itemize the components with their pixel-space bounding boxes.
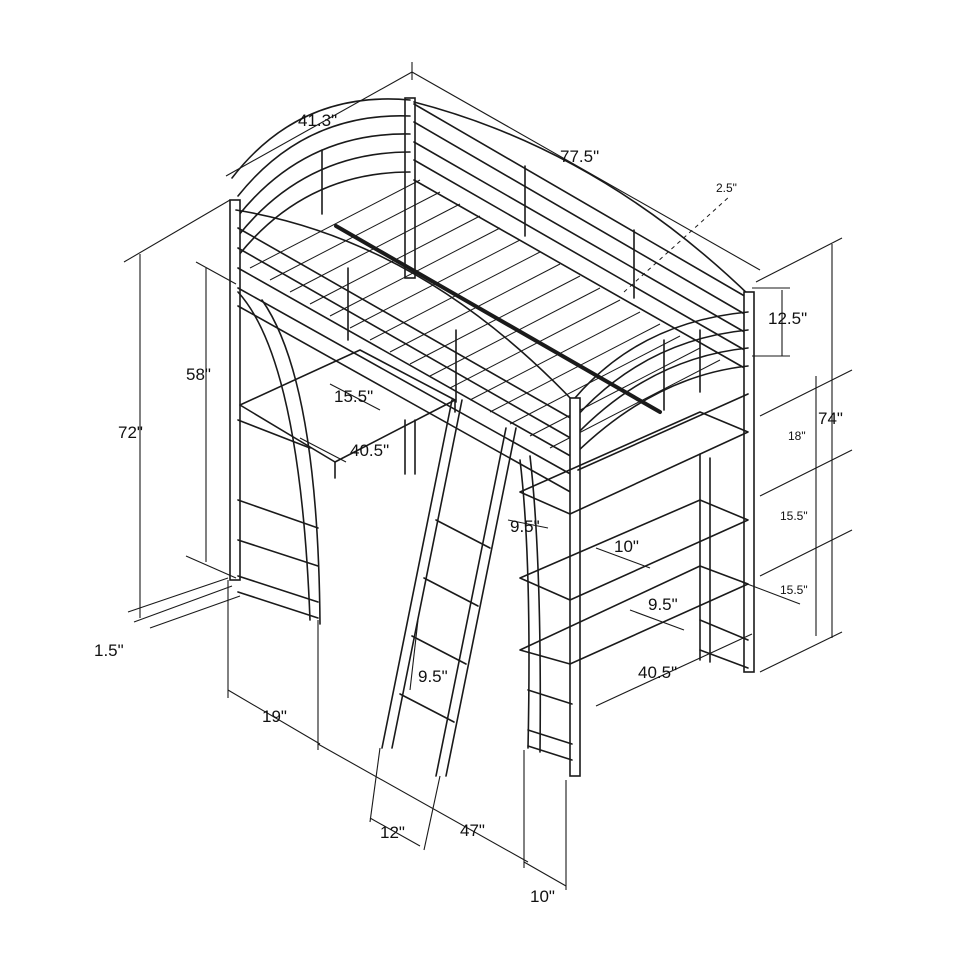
label-ladder-width: 12" [380, 823, 405, 842]
ladder [381, 399, 517, 777]
label-shelf-depth-1: 10" [614, 537, 639, 556]
label-total-height: 72" [118, 423, 143, 442]
label-frame-end-depth: 19" [262, 707, 287, 726]
front-side-rail [229, 199, 581, 777]
label-ladder-position: 47" [460, 821, 485, 840]
dimension-labels: 41.3" 77.5" 2.5" 12.5" 15.5" 40.5" 58" 7… [94, 111, 843, 906]
foot-end-panel [574, 291, 755, 673]
back-side-rail [413, 101, 753, 371]
label-rail-gap: 2.5" [716, 181, 737, 195]
back-end-panel [231, 97, 416, 279]
label-shelf-length: 40.5" [638, 663, 677, 682]
label-total-height-right: 74" [818, 409, 843, 428]
label-shelf-unit-depth: 10" [530, 887, 555, 906]
label-length: 77.5" [560, 147, 599, 166]
desk-end [237, 291, 456, 625]
label-shelf-gap-1: 18" [788, 429, 806, 443]
label-ladder-offset: 9.5" [510, 517, 540, 536]
label-desk-length: 40.5" [350, 441, 389, 460]
label-leg-thickness: 1.5" [94, 641, 124, 660]
label-shelf-depth-2: 9.5" [648, 595, 678, 614]
label-desk-depth: 15.5" [334, 387, 373, 406]
slats [249, 179, 721, 449]
label-guardrail-height: 12.5" [768, 309, 807, 328]
dimension-lines [123, 62, 853, 890]
label-shelf-gap-3: 15.5" [780, 583, 808, 597]
label-shelf-gap-2: 15.5" [780, 509, 808, 523]
shelf-unit [519, 393, 749, 761]
bed-frame [229, 97, 755, 777]
label-ladder-rung-gap: 9.5" [418, 667, 448, 686]
label-width: 41.3" [298, 111, 337, 130]
label-under-bed-height: 58" [186, 365, 211, 384]
